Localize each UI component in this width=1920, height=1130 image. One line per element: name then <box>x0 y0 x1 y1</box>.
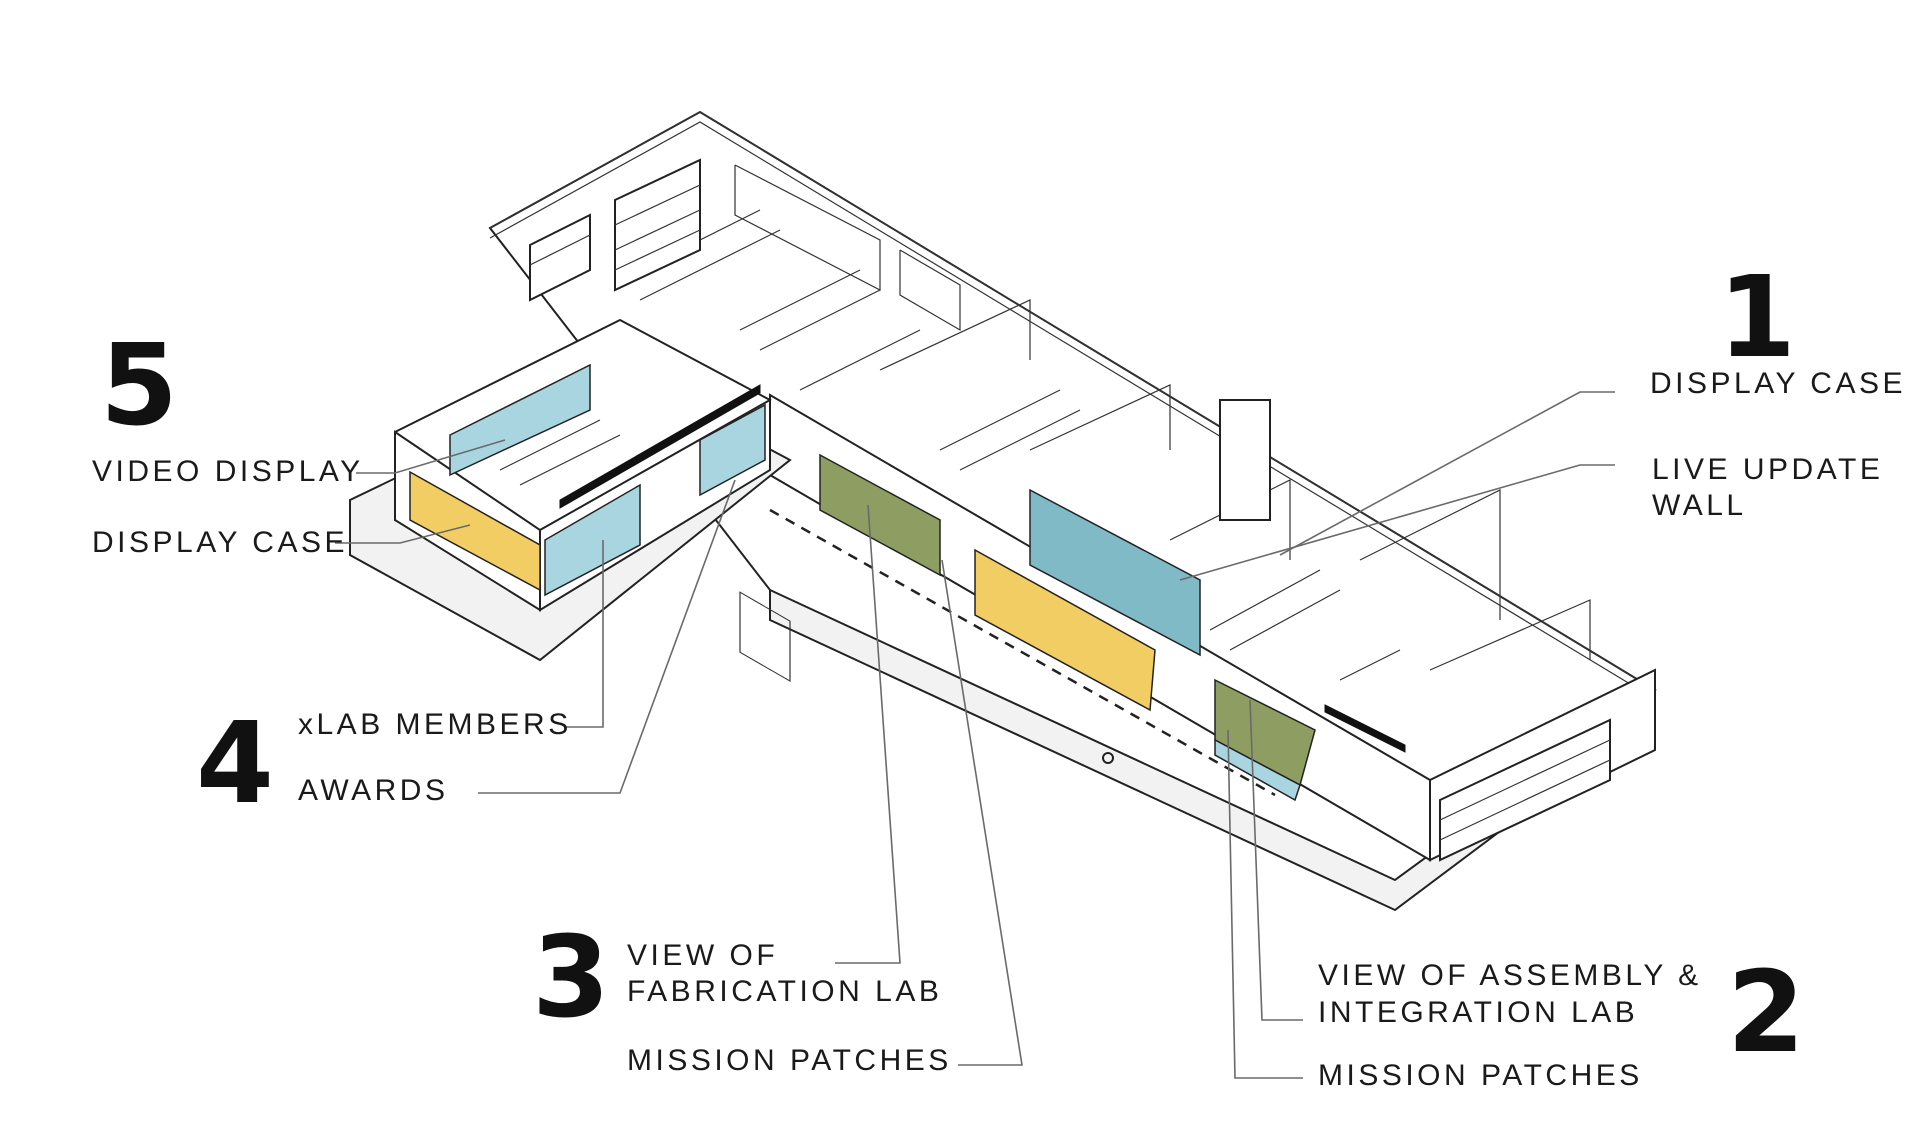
zone-5-number: 5 <box>100 321 178 451</box>
zone-2-number: 2 <box>1727 948 1805 1078</box>
back-wall-edge <box>489 111 1656 691</box>
display-case-1 <box>974 548 1156 712</box>
zone-1-number: 1 <box>1718 253 1796 383</box>
live-update-wall <box>1029 488 1201 657</box>
partition-3 <box>1169 479 1291 560</box>
zone-3-fabrication-lab-label: FABRICATION LAB <box>627 975 943 1008</box>
awards-glass <box>699 403 766 497</box>
zone-4-xlab-members-label: xLAB MEMBERS <box>298 708 572 741</box>
back-windows <box>739 591 791 683</box>
leader-mission-patches-ail <box>1227 729 1303 1079</box>
zone-5-video-display-label: VIDEO DISPLAY <box>92 455 364 488</box>
back-wall-inner <box>489 121 1641 691</box>
zone-1-live-update-label-line2: WALL <box>1652 489 1747 522</box>
glass-strip-ail <box>1214 738 1301 802</box>
zone-4-number: 4 <box>196 699 274 829</box>
zone-3-mission-patches-label: MISSION PATCHES <box>627 1044 952 1077</box>
table-b <box>519 434 621 486</box>
header-band-right <box>1324 704 1406 753</box>
leader-video-display <box>356 439 506 474</box>
zone-3-view-of-label: VIEW OF <box>627 939 779 972</box>
zone-1-live-update-label-line1: LIVE UPDATE <box>1652 453 1884 486</box>
leader-view-ail <box>1249 699 1303 1021</box>
partition-5 <box>1429 599 1591 671</box>
zone-5-display-case-label: DISPLAY CASE <box>92 526 348 559</box>
lab-benches <box>619 209 1401 681</box>
leader-display-case-2 <box>335 524 471 544</box>
zone-2-view-of-assembly-label: VIEW OF ASSEMBLY & <box>1318 959 1702 992</box>
leader-xlab-members <box>565 540 604 728</box>
leader-awards <box>478 479 736 794</box>
zone-3-number: 3 <box>532 913 610 1043</box>
circulation-path <box>769 508 1276 797</box>
elevator-core <box>1219 399 1271 521</box>
window-band-2 <box>899 249 961 332</box>
leader-display-case-1 <box>1279 391 1615 556</box>
zone-1-display-case-label: DISPLAY CASE <box>1650 367 1906 400</box>
main-wing <box>488 110 1657 912</box>
partition-4 <box>1359 489 1501 620</box>
zone-2-integration-lab-label: INTEGRATION LAB <box>1318 996 1639 1029</box>
xlab-members-glass <box>544 483 641 597</box>
display-case-2 <box>409 470 541 592</box>
view-point-marker <box>1102 752 1114 764</box>
zone-4-awards-label: AWARDS <box>298 774 449 807</box>
mission-patches-panel-fab <box>819 453 941 577</box>
left-wing <box>349 318 792 662</box>
leader-view-fab-lab <box>835 504 901 964</box>
leader-mission-patches-fab <box>941 559 1023 1066</box>
table-a <box>499 419 601 471</box>
shelving <box>529 158 1611 862</box>
leader-live-update-wall <box>1179 464 1615 581</box>
header-band-left <box>559 384 761 509</box>
leader-lines <box>335 391 1615 1079</box>
zone-2-mission-patches-label: MISSION PATCHES <box>1318 1059 1643 1092</box>
partition-2 <box>1029 384 1171 451</box>
video-display <box>449 363 591 477</box>
partition-1 <box>879 299 1031 371</box>
